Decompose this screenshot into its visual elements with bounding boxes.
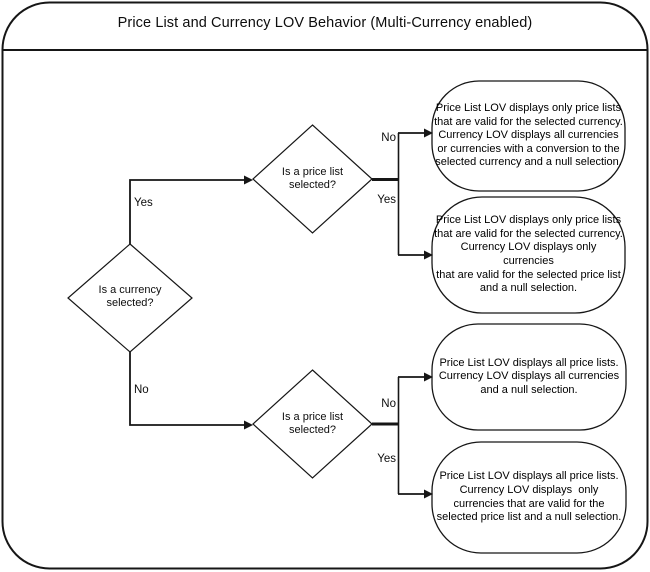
outcome-3-line: and a null selection. xyxy=(480,383,578,396)
connector-currency-yes xyxy=(129,179,245,244)
connector-currency-no xyxy=(129,352,245,426)
outcome-2-line: that are valid for the selected currency… xyxy=(434,227,623,240)
branch-label-bottom-no: No xyxy=(381,398,396,410)
outcome-1-line: Currency LOV displays all currencies xyxy=(438,129,619,142)
outcome-text-4: Price List LOV displays all price lists.… xyxy=(434,442,624,553)
decision-price-list-top-diamond xyxy=(252,124,373,234)
arrowhead-to-outcome-3 xyxy=(424,372,433,382)
arrowhead-to-outcome-4 xyxy=(424,489,433,499)
outcome-2-line: Currency LOV displays only currencies xyxy=(460,241,600,267)
outcome-1-line: Price List LOV displays only price lists xyxy=(435,102,622,115)
outcome-box-4 xyxy=(431,441,627,554)
decision-price-list-bottom-diamond xyxy=(252,369,373,479)
outcome-4-line: Price List LOV displays all price lists. xyxy=(439,470,619,483)
outcome-3-line: Currency LOV displays all currencies xyxy=(438,370,620,383)
outcome-3-line: Price List LOV displays all price lists. xyxy=(439,356,619,369)
branch-label-currency-yes: Yes xyxy=(134,197,153,209)
decision-currency-label: Is a currency selected? xyxy=(98,284,162,309)
arrowhead-to-outcome-2 xyxy=(424,250,433,260)
decision-price-list-top-label: Is a price list selected? xyxy=(281,166,344,191)
outcome-2-line: and a null selection. xyxy=(479,282,578,295)
branch-label-bottom-yes: Yes xyxy=(377,453,396,465)
outcome-box-1 xyxy=(431,80,626,192)
outcome-1-line: selected currency and a null selection. xyxy=(435,156,622,169)
arrowhead-to-bottom-diamond xyxy=(244,420,253,430)
outcome-text-1: Price List LOV displays only price lists… xyxy=(434,81,623,191)
outcome-text-3: Price List LOV displays all price lists.… xyxy=(434,324,624,430)
outcome-4-line: selected price list and a null selection… xyxy=(436,511,622,524)
decision-price-list-bottom-label: Is a price list selected? xyxy=(281,411,344,436)
branch-label-top-no: No xyxy=(381,132,396,144)
arrowhead-to-outcome-1 xyxy=(424,128,433,138)
arrowhead-to-top-diamond xyxy=(244,175,253,185)
outcome-1-line: or currencies with a conversion to the xyxy=(437,142,620,155)
branch-label-top-yes: Yes xyxy=(377,194,396,206)
outcome-4-line: Currency LOV displays only xyxy=(459,483,599,496)
outcome-2-line: that are valid for the selected price li… xyxy=(436,268,621,281)
outcome-text-2: Price List LOV displays only price lists… xyxy=(434,197,623,313)
outcome-1-line: that are valid for the selected currency… xyxy=(434,115,623,128)
outcome-2-line: Price List LOV displays only price lists xyxy=(435,214,622,227)
branch-label-currency-no: No xyxy=(134,384,149,396)
page-title: Price List and Currency LOV Behavior (Mu… xyxy=(117,15,533,31)
outcome-4-line: currencies that are valid for the xyxy=(453,497,605,510)
